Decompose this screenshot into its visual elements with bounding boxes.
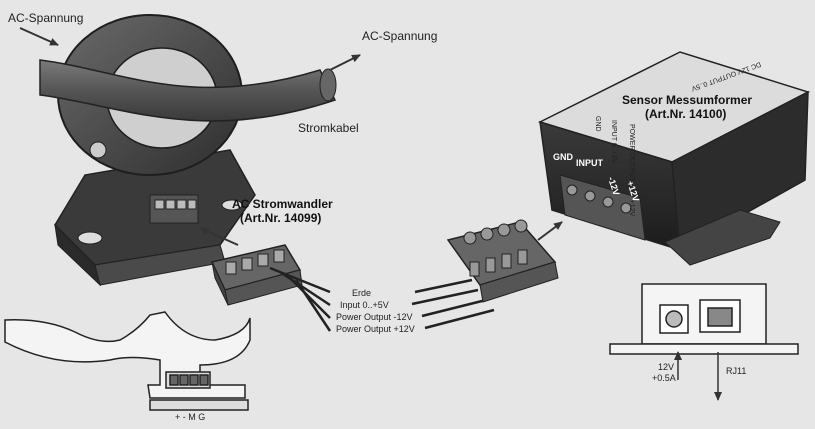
wire-label-minus12: Power Output -12V [336,312,413,322]
sensor-name: Sensor Messumformer [622,93,752,107]
right-wires [411,278,495,330]
side-power-label: 12V [658,362,674,372]
ac-in-label: AC-Spannung [8,11,83,25]
wire-label-input: Input 0..+5V [340,300,389,310]
sensor-top-gnd: GND [594,116,601,132]
wire-label-plus12: Power Output +12V [336,324,415,334]
transformer-art-number: (Art.Nr. 14099) [240,211,321,225]
ac-out-arrow [329,54,361,71]
terminal-input: INPUT [576,158,604,168]
right-plug-illustration [446,219,559,303]
sensor-art-number: (Art.Nr. 14100) [645,107,726,121]
side-power-current: +0.5A [652,373,676,383]
transformer-line-drawing [4,311,251,411]
current-transformer-illustration [39,14,337,287]
plug-to-sensor-arrow [537,221,563,241]
terminal-gnd: GND [553,152,574,162]
ac-in-arrow [19,27,59,46]
wire-label-earth: Erde [352,288,371,298]
transformer-name: AC Stromwandler [232,197,333,211]
sensor-side-view [609,283,799,355]
sensor-top-power: POWER OUTPUT -12V +12V [628,124,635,217]
sensor-box-illustration [537,51,810,266]
left-wires [269,266,332,332]
cable-label: Stromkabel [298,121,359,135]
ac-out-label: AC-Spannung [362,29,437,43]
bottom-pin-labels: + - M G [175,412,205,422]
side-rj11-label: RJ11 [726,366,746,376]
plug-to-transformer-arrow [199,227,239,246]
left-plug-illustration [210,244,303,306]
sensor-top-input: INPUT 0..+5V [610,120,617,164]
